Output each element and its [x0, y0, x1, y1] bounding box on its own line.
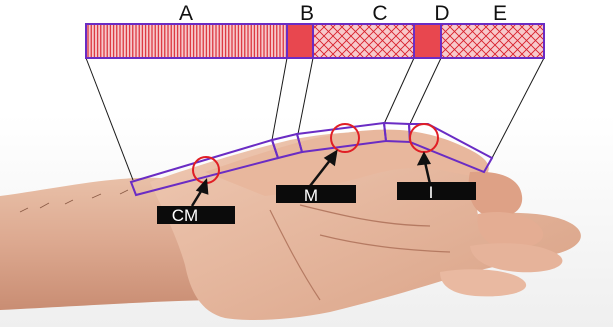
segment-d-box — [414, 24, 441, 58]
segment-c-letter: C — [372, 2, 387, 25]
joint-label-i-box — [397, 182, 476, 200]
segment-a-box — [86, 24, 287, 58]
segment-e-box — [441, 24, 544, 58]
segment-d-letter: D — [434, 2, 449, 25]
joint-label-i: I — [397, 182, 476, 202]
segment-e-letter: E — [493, 2, 507, 25]
joint-label-cm-text: CM — [172, 206, 198, 225]
segment-b-letter: B — [300, 2, 314, 25]
segment-a-letter: A — [179, 2, 193, 25]
joint-label-m-text: M — [304, 186, 318, 205]
joint-label-i-text: I — [429, 183, 434, 202]
segment-b-box — [287, 24, 313, 58]
segment-c-box — [313, 24, 414, 58]
joint-label-m: M — [276, 185, 356, 205]
joint-label-cm: CM — [157, 206, 235, 225]
